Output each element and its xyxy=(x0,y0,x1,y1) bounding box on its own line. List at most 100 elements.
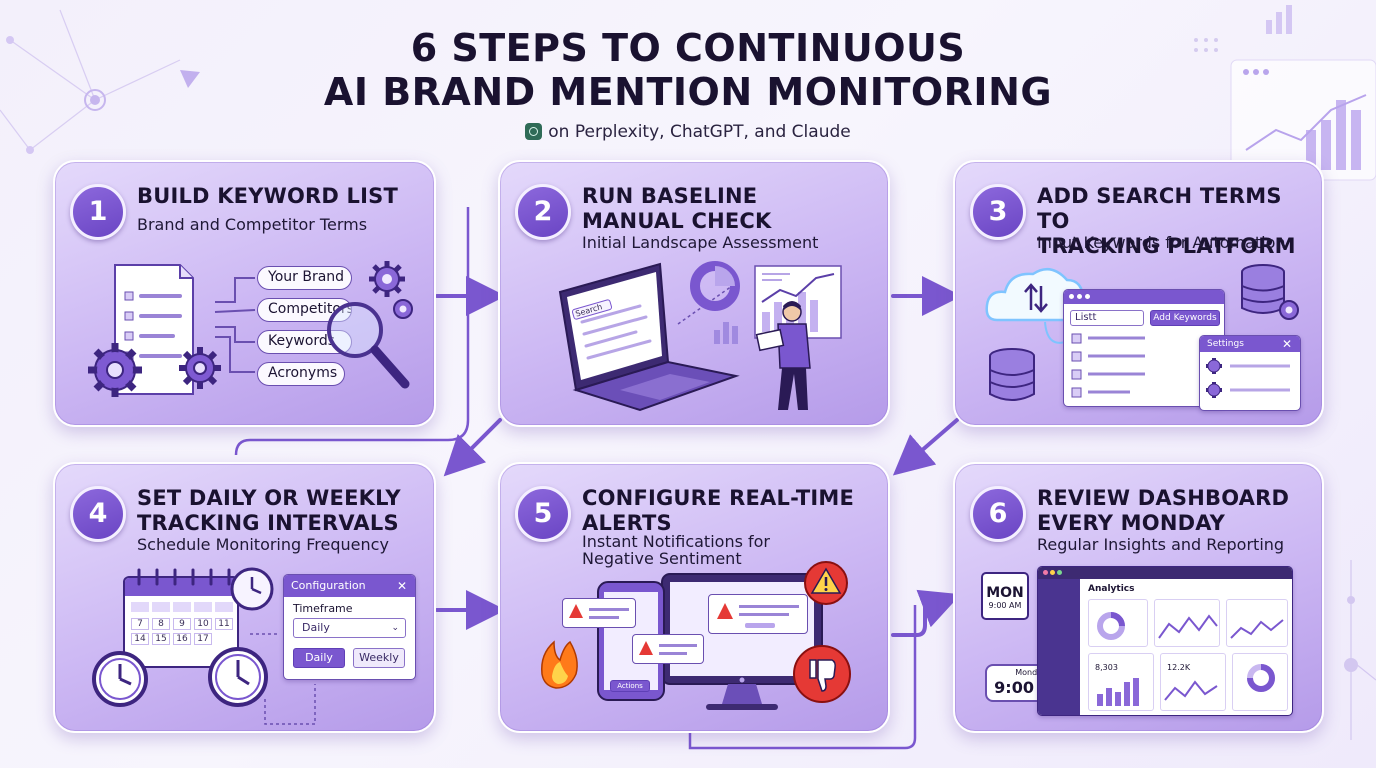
chart-decoration-right xyxy=(1194,5,1376,181)
page-title: 6 STEPS TO CONTINUOUS AI BRAND MENTION M… xyxy=(0,26,1376,114)
calendar-day-label: MON xyxy=(986,585,1024,601)
add-keywords-button[interactable]: Add Keywords xyxy=(1150,310,1220,326)
step-title: BUILD KEYWORD LIST xyxy=(137,184,398,208)
keyword-pill: Acronyms xyxy=(257,362,345,386)
chevron-down-icon: ⌄ xyxy=(391,623,399,633)
step-number-badge: 6 xyxy=(970,486,1026,542)
calendar-time-label: 9:00 AM xyxy=(988,601,1022,610)
calendar-day: 17 xyxy=(194,633,212,645)
dashboard-stat: 8,303 xyxy=(1095,663,1118,672)
calendar-day: 10 xyxy=(194,618,212,630)
calendar: 7 8 9 10 11 14 15 16 17 xyxy=(123,576,239,668)
gear-icon xyxy=(179,347,221,389)
clock-icon xyxy=(208,647,268,707)
network-decoration-right xyxy=(1344,560,1376,740)
subtitle-text: on Perplexity, ChatGPT, and Claude xyxy=(548,122,851,142)
step-number-badge: 3 xyxy=(970,184,1026,240)
step-subtitle: Input Keywords for Automation xyxy=(1037,233,1286,252)
alert-message-card xyxy=(562,598,636,628)
step-number-badge: 2 xyxy=(515,184,571,240)
settings-title: Settings xyxy=(1207,339,1244,349)
database-icon xyxy=(1241,264,1299,320)
keyword-input[interactable]: Listt xyxy=(1070,310,1144,326)
configuration-title: Configuration xyxy=(291,579,366,592)
warning-icon xyxy=(639,641,653,655)
gear-icon xyxy=(88,343,142,397)
clock-icon xyxy=(92,651,148,707)
chatgpt-logo-icon xyxy=(525,123,543,140)
document-checklist-icon xyxy=(114,264,256,395)
step-title: SET DAILY OR WEEKLY TRACKING INTERVALS xyxy=(137,486,401,535)
phone-actions-button[interactable]: Actions xyxy=(610,680,650,692)
warning-icon xyxy=(717,603,733,619)
calendar-day: 9 xyxy=(173,618,191,630)
reminder-label: Monday xyxy=(1015,668,1047,677)
thumbs-down-icon xyxy=(793,645,851,703)
weekly-option-button[interactable]: Weekly xyxy=(353,648,405,668)
timeframe-select[interactable]: Daily ⌄ xyxy=(293,618,406,638)
calendar-day: 11 xyxy=(215,618,233,630)
gears-icon xyxy=(369,261,413,319)
analytics-dashboard-window: Analytics 8,303 12.2K xyxy=(1037,566,1293,716)
step-number-badge: 1 xyxy=(70,184,126,240)
step-subtitle: Brand and Competitor Terms xyxy=(137,215,368,234)
step-title: CONFIGURE REAL-TIME ALERTS xyxy=(582,486,855,535)
step-title: ADD SEARCH TERMS TO TRACKING PLATFORM xyxy=(1037,184,1296,258)
daily-option-button[interactable]: Daily xyxy=(293,648,345,668)
step-title: RUN BASELINE MANUAL CHECK xyxy=(582,184,772,233)
step-card-1: 1 BUILD KEYWORD LIST Brand and Competito… xyxy=(53,160,436,427)
keyword-pill: Your Brand xyxy=(257,266,352,290)
calendar-day: 16 xyxy=(173,633,191,645)
title-line-2: AI BRAND MENTION MONITORING xyxy=(323,70,1053,114)
tracking-platform-window: Listt Add Keywords xyxy=(1063,289,1225,407)
timeframe-select-value: Daily xyxy=(302,621,330,634)
title-line-1: 6 STEPS TO CONTINUOUS xyxy=(410,26,966,70)
step-number-badge: 4 xyxy=(70,486,126,542)
settings-gears xyxy=(1206,358,1290,398)
dashed-connector xyxy=(250,633,316,725)
monday-calendar-icon: MON 9:00 AM xyxy=(981,572,1029,620)
calendar-day: 15 xyxy=(152,633,170,645)
step-subtitle: Regular Insights and Reporting xyxy=(1037,535,1285,554)
configuration-panel: Configuration ✕ Timeframe Daily ⌄ Daily W… xyxy=(283,574,416,680)
alert-message-card xyxy=(632,634,704,664)
step-card-4: 4 SET DAILY OR WEEKLY TRACKING INTERVALS… xyxy=(53,462,436,733)
donut-chart-icon xyxy=(1247,664,1275,692)
database-icon xyxy=(989,348,1035,401)
dashboard-stat: 12.2K xyxy=(1167,663,1191,672)
dashboard-sidebar xyxy=(1038,579,1080,715)
line-chart-icon xyxy=(1164,680,1218,701)
step-subtitle: Schedule Monitoring Frequency xyxy=(137,535,389,554)
warning-alert-icon xyxy=(804,561,848,605)
calendar-day: 7 xyxy=(131,618,149,630)
checklist-rows xyxy=(1071,333,1145,398)
calendar-day: 14 xyxy=(131,633,149,645)
warning-icon xyxy=(569,604,583,618)
settings-panel: Settings ✕ xyxy=(1199,335,1301,411)
dashboard-title: Analytics xyxy=(1088,584,1135,594)
calendar-day: 8 xyxy=(152,618,170,630)
alert-message-card xyxy=(708,594,808,634)
step-title: REVIEW DASHBOARD EVERY MONDAY xyxy=(1037,486,1290,535)
timeframe-label: Timeframe xyxy=(293,602,353,615)
page-subtitle: on Perplexity, ChatGPT, and Claude xyxy=(0,122,1376,142)
bar-chart-icon xyxy=(1097,678,1139,706)
donut-chart-icon xyxy=(1097,612,1125,640)
close-icon[interactable]: ✕ xyxy=(1281,337,1292,351)
magnifier-icon xyxy=(327,302,410,389)
step-number-badge: 5 xyxy=(515,486,571,542)
line-chart-icon xyxy=(1158,614,1218,639)
clock-icon xyxy=(230,567,274,611)
step-card-3: 3 ADD SEARCH TERMS TO TRACKING PLATFORM … xyxy=(953,160,1324,427)
step-card-5: 5 CONFIGURE REAL-TIME ALERTS Instant Not… xyxy=(498,462,890,733)
step-card-6: 6 REVIEW DASHBOARD EVERY MONDAY Regular … xyxy=(953,462,1324,733)
step-subtitle: Initial Landscape Assessment xyxy=(582,233,819,252)
step-card-2: 2 RUN BASELINE MANUAL CHECK Initial Land… xyxy=(498,160,890,427)
line-chart-icon xyxy=(1230,619,1284,639)
close-icon[interactable]: ✕ xyxy=(396,579,407,593)
step-subtitle: Instant Notifications for Negative Senti… xyxy=(582,532,770,568)
network-decoration-left xyxy=(0,9,200,154)
calendar-rings xyxy=(137,568,231,586)
laptop-illustration xyxy=(558,261,842,412)
